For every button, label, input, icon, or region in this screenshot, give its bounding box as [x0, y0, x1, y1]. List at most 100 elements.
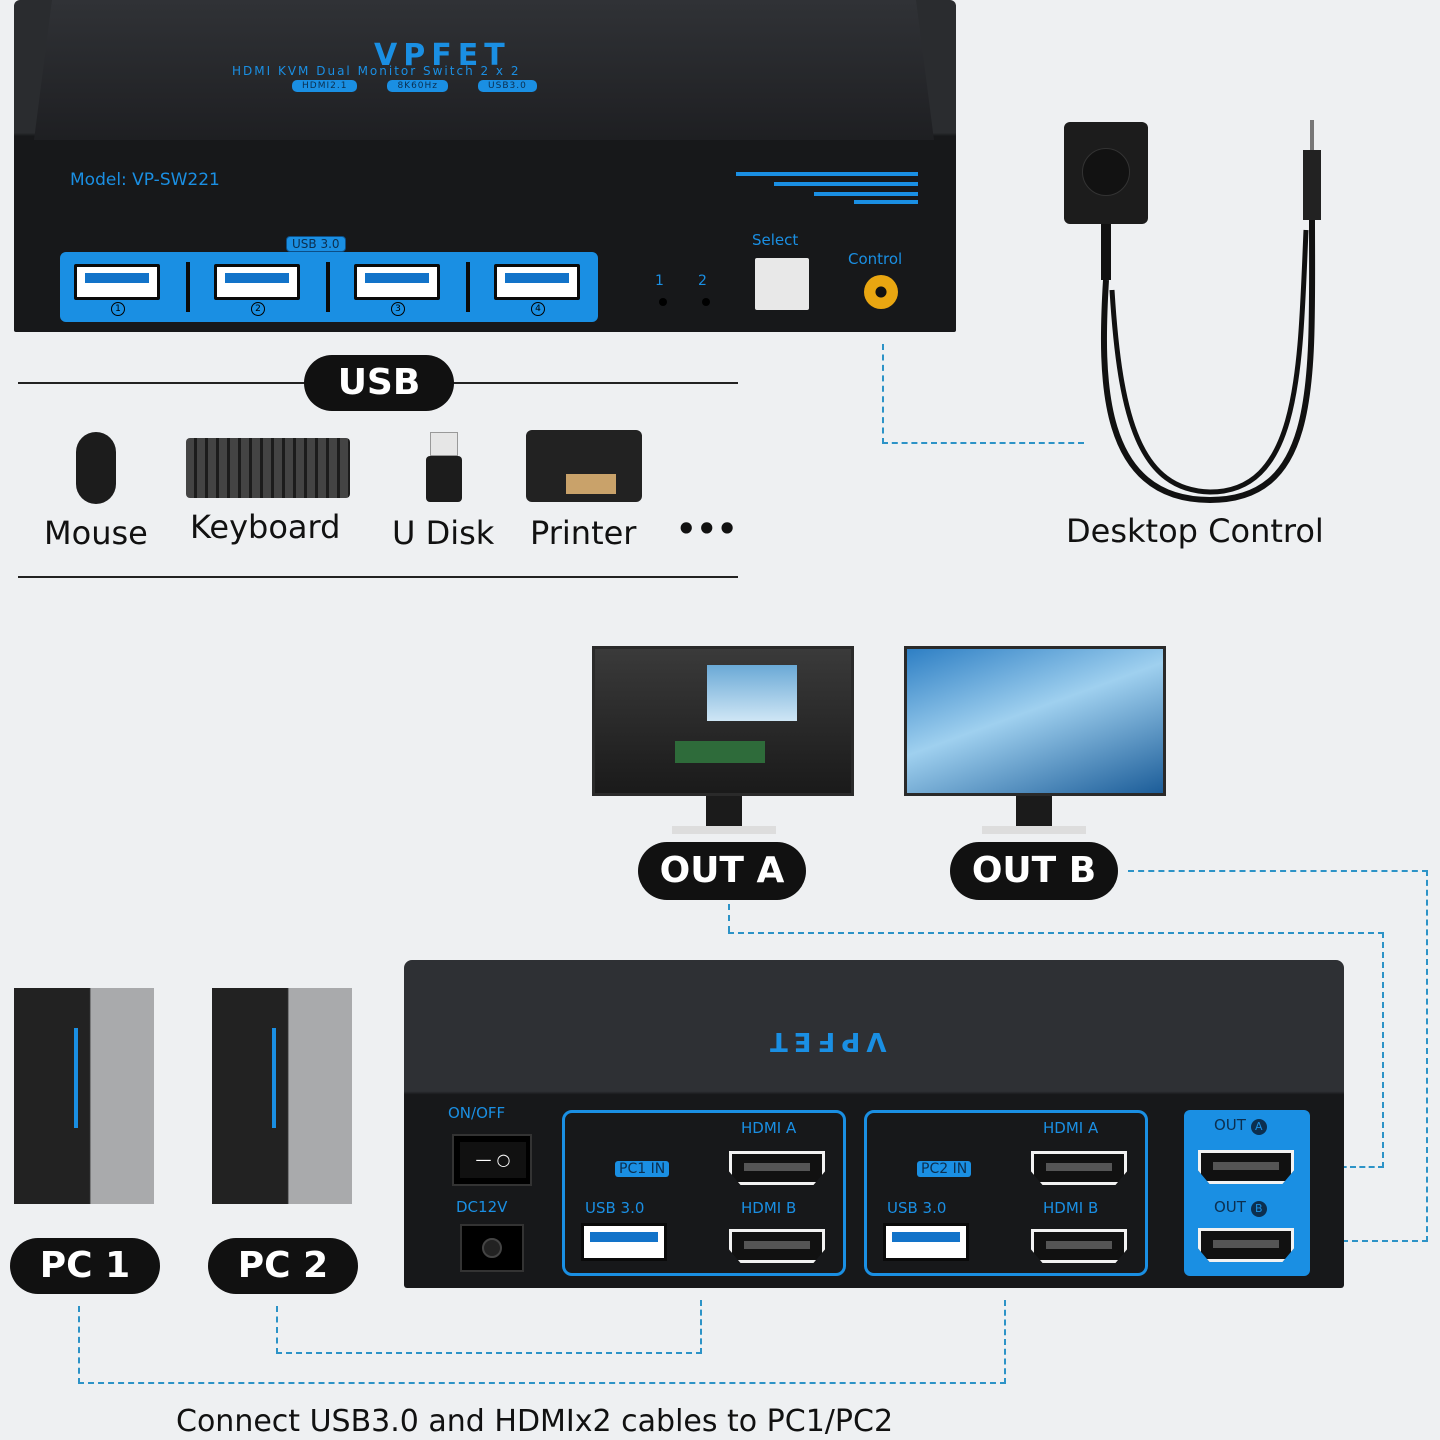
select-button[interactable]: [755, 258, 809, 310]
pc2-input-panel: HDMI A PC2 IN USB 3.0 HDMI B: [864, 1110, 1148, 1276]
connector-line: [1382, 932, 1384, 1168]
brand-logo-mirrored: VPFET: [764, 1026, 887, 1056]
out-a-text: OUT: [1214, 1116, 1246, 1134]
device-label: Printer: [530, 514, 637, 552]
control-jack[interactable]: [864, 275, 898, 309]
monitor-b: [904, 646, 1166, 796]
spec-badge: USB3.0: [478, 80, 537, 92]
usb-label: USB 3.0: [887, 1199, 947, 1217]
dc-jack[interactable]: [460, 1224, 524, 1272]
separator-line: [18, 576, 738, 578]
hdmi-out-b-port[interactable]: [1198, 1228, 1294, 1262]
connector-line: [728, 932, 1384, 934]
usb-port[interactable]: [214, 264, 300, 300]
hdmi-port-b[interactable]: [729, 1229, 825, 1263]
pc1-input-panel: HDMI A PC1 IN USB 3.0 HDMI B: [562, 1110, 846, 1276]
led-label-1: 1: [655, 273, 664, 289]
usb-port[interactable]: [883, 1223, 969, 1261]
connector-line: [276, 1306, 278, 1354]
keyboard-icon: [186, 438, 350, 498]
hdmi-port-b[interactable]: [1031, 1229, 1127, 1263]
divider: [326, 262, 330, 312]
device-label: Keyboard: [190, 508, 341, 546]
model-number: Model: VP-SW221: [70, 170, 220, 190]
pc-1-tower: [14, 988, 154, 1204]
divider: [466, 262, 470, 312]
remote-button[interactable]: [1082, 148, 1130, 196]
port-number: 3: [391, 302, 405, 316]
switch-lid: [34, 0, 934, 140]
hdmi-port-a[interactable]: [1031, 1151, 1127, 1185]
led-indicator: [659, 298, 667, 306]
pc-1-pill: PC 1: [10, 1238, 160, 1294]
pc-2-pill: PC 2: [208, 1238, 358, 1294]
led-label-2: 2: [698, 273, 707, 289]
port-number: 4: [531, 302, 545, 316]
more-devices: •••: [676, 510, 738, 548]
usb-port-strip: USB 3.0 1 2 3 4: [60, 236, 598, 322]
hdmi-a-label: HDMI A: [741, 1119, 797, 1137]
control-label: Control: [848, 250, 903, 268]
spec-badge: HDMI2.1: [292, 80, 358, 92]
connector-line: [700, 1300, 702, 1354]
monitor-base: [672, 826, 776, 834]
usb-badge: USB 3.0: [286, 236, 346, 252]
desktop-control-remote[interactable]: [1064, 122, 1148, 224]
port-number: 2: [251, 302, 265, 316]
device-label: U Disk: [392, 514, 495, 552]
connector-line: [882, 344, 884, 444]
usb-port[interactable]: [354, 264, 440, 300]
out-b-letter: B: [1250, 1201, 1267, 1217]
spec-badges: HDMI2.1 8K60Hz USB3.0: [292, 80, 537, 92]
caption: Connect USB3.0 and HDMIx2 cables to PC1/…: [176, 1404, 894, 1439]
monitor-a-screen-image: [707, 665, 797, 721]
connector-line: [1426, 870, 1428, 1242]
hdmi-b-label: HDMI B: [741, 1199, 797, 1217]
usb-title-pill: USB: [304, 355, 454, 411]
pc-led-strip: [74, 1028, 78, 1128]
usb-label: USB 3.0: [585, 1199, 645, 1217]
printer-icon: [526, 430, 642, 502]
monitor-a-timeline: [675, 741, 765, 763]
usb-port[interactable]: [581, 1223, 667, 1261]
out-b-text: OUT: [1214, 1198, 1246, 1216]
decor-line: [736, 172, 918, 176]
connector-line: [1322, 1166, 1384, 1168]
out-a-label: OUT A: [1214, 1116, 1267, 1135]
decor-line: [854, 200, 918, 204]
kvm-switch-rear: VPFET ON/OFF — ○ DC12V HDMI A PC1 IN USB…: [404, 960, 1344, 1288]
connector-line: [1004, 1300, 1006, 1384]
divider: [186, 262, 190, 312]
usb-port[interactable]: [74, 264, 160, 300]
pc1-in-tag: PC1 IN: [615, 1161, 670, 1177]
out-a-pill: OUT A: [638, 842, 806, 900]
connector-line: [728, 904, 730, 932]
pc-led-strip: [272, 1028, 276, 1128]
monitor-a: [592, 646, 854, 796]
device-label: Mouse: [44, 514, 148, 552]
spec-badge: 8K60Hz: [387, 80, 449, 92]
out-b-label: OUT B: [1214, 1198, 1267, 1217]
decor-line: [814, 192, 918, 196]
power-label: ON/OFF: [448, 1104, 506, 1122]
product-subtitle: HDMI KVM Dual Monitor Switch 2 x 2: [232, 64, 521, 78]
hdmi-b-label: HDMI B: [1043, 1199, 1099, 1217]
remote-cable: [1100, 120, 1321, 504]
usb-port[interactable]: [494, 264, 580, 300]
connector-line: [78, 1306, 80, 1384]
connector-line: [1322, 1240, 1428, 1242]
usb-disk-icon: [426, 432, 462, 502]
hdmi-a-label: HDMI A: [1043, 1119, 1099, 1137]
select-label: Select: [752, 231, 799, 249]
hdmi-port-a[interactable]: [729, 1151, 825, 1185]
connector-line: [78, 1382, 1006, 1384]
out-b-pill: OUT B: [950, 842, 1118, 900]
hdmi-out-a-port[interactable]: [1198, 1150, 1294, 1184]
power-switch[interactable]: — ○: [452, 1134, 532, 1186]
dc-label: DC12V: [456, 1198, 508, 1216]
led-indicator: [702, 298, 710, 306]
port-number: 1: [111, 302, 125, 316]
connector-line: [276, 1352, 702, 1354]
connector-line: [882, 442, 1084, 444]
monitor-base: [982, 826, 1086, 834]
